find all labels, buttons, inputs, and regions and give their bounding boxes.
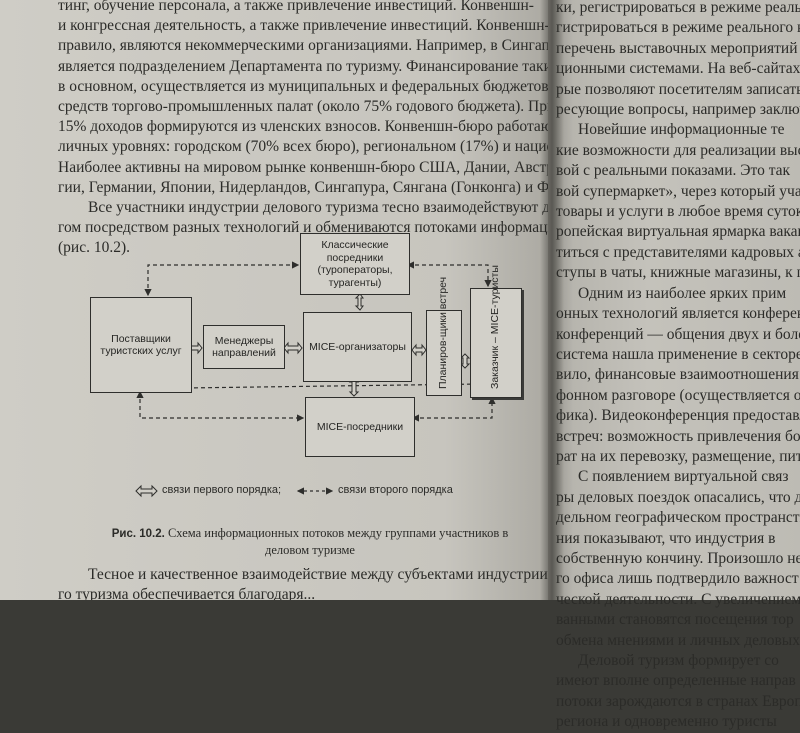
text-line: ступы в чаты, книжные магазины, к гр: [556, 264, 800, 282]
text-line: (рис. 10.2).: [58, 239, 130, 257]
left-page: тинг, обучение персонала, а также привле…: [0, 0, 556, 600]
text-line: Деловой туризм формирует со: [578, 652, 779, 669]
text-line: Все участники индустрии делового туризма…: [88, 199, 548, 217]
text-line: потоки зарождаются в странах Европы: [556, 692, 800, 710]
meeting-planners-label: Планиров-щики встреч: [437, 276, 449, 389]
text-line: 15% доходов формируются из членских взно…: [58, 118, 548, 136]
text-line: Новейшие информационные те: [578, 121, 785, 139]
second-order-link: [406, 261, 492, 288]
caption-label: Рис. 10.2.: [111, 528, 165, 540]
text-line: ки, регистрироваться в режиме реального …: [556, 0, 800, 16]
second-order-link: [411, 396, 496, 422]
text-line: го туризма обеспечивается благодаря...: [58, 586, 316, 600]
text-line: фика). Видеоконференция предоставл: [556, 407, 800, 425]
second-order-link: [136, 390, 305, 422]
text-line: Наиболее активны на мировом рынке конвен…: [58, 158, 548, 176]
diagram-connectors: [108, 261, 496, 498]
text-line: тинг, обучение персонала, а также привле…: [58, 0, 534, 14]
text-line: в основном, осуществляется из муниципаль…: [58, 77, 548, 95]
text-line: ванными становятся посещения тор: [556, 611, 794, 629]
book-gutter: [540, 0, 564, 600]
text-line: является подразделением Департамента по …: [58, 57, 548, 75]
text-line: фонном разговоре (осуществляется о: [556, 386, 800, 404]
figure-caption: Рис. 10.2. Схема информационных потоков …: [100, 525, 520, 558]
meeting-planners-box: Планиров-щики встреч: [426, 276, 462, 396]
destination-managers-box: Менеджеры направлений: [203, 325, 285, 369]
text-line: кие возможности для реализации выс: [556, 141, 800, 159]
text-line: рат на их перевозку, размещение, пита: [556, 447, 800, 465]
second-order-link: [108, 380, 482, 393]
mice-intermediaries-box: MICE-посредники: [305, 397, 415, 457]
legend-second-order-label: связи второго порядка: [338, 484, 453, 496]
right-page: [548, 0, 800, 600]
left-page-text: тинг, обучение персонала, а также привле…: [58, 0, 548, 259]
text-line: собственную кончину. Произошло не: [556, 549, 800, 567]
second-order-link: [144, 261, 300, 297]
text-line: вило, финансовые взаимоотношения м: [556, 366, 800, 384]
text-line: ропейская виртуальная ярмарка вакан: [556, 223, 800, 241]
legend-first-order-icon: [135, 484, 158, 498]
caption-text: Схема информационных потоков между групп…: [167, 526, 509, 557]
text-line: ры деловых поездок опасались, что де: [556, 488, 800, 506]
text-line: ния показывают, что индустрия в: [556, 529, 776, 547]
customer-mice-tourists-box: Заказчик – MICE-туристы: [470, 265, 522, 398]
customer-label: Заказчик – MICE-туристы: [489, 265, 501, 389]
text-line: перечень выставочных мероприятий и: [556, 39, 800, 57]
text-line: рые позволяют посетителям записаться: [556, 80, 800, 98]
right-page-text: ки, регистрироваться в режиме реального …: [556, 0, 800, 733]
classic-intermediaries-box: Классические посредники (туроператоры, т…: [300, 233, 410, 295]
text-line: обмена мнениями и личных деловых: [556, 631, 800, 649]
suppliers-box: Поставщики туристских услуг: [90, 297, 192, 393]
text-line: гистрироваться в режиме реального вр: [556, 19, 800, 37]
text-line: товары и услуги в любое время суток к: [556, 203, 800, 221]
text-line: система нашла применение в секторе: [556, 345, 800, 363]
text-line: встреч: возможность привлечения бол: [556, 427, 800, 445]
text-line: С появлением виртуальной связ: [578, 468, 789, 486]
text-line: ционными системами. На веб-сайтах р: [556, 60, 800, 78]
text-line: титься с представителями кадровых а: [556, 243, 800, 261]
text-line: Одним из наиболее ярких прим: [578, 284, 787, 302]
text-line: вой с реальными показами. Это так: [556, 162, 791, 180]
text-line: гии, Германии, Японии, Нидерландов, Синг…: [58, 178, 548, 196]
text-line: го офиса лишь подтвердило важност: [556, 570, 799, 588]
text-line: Тесное и качественное взаимодействие меж…: [88, 566, 548, 583]
text-line: онных технологий является конферен: [556, 305, 800, 323]
text-line: региона и одновременно туристы: [556, 713, 777, 731]
text-line: ресующие вопросы, например заключи: [556, 101, 800, 119]
text-line: личных уровнях: городском (70% всех бюро…: [58, 138, 548, 156]
text-line: вой супермаркет», через который уча: [556, 182, 800, 200]
text-line: дельном географическом пространств: [556, 509, 800, 527]
text-line: средств торгово-промышленных палат (окол…: [58, 98, 548, 116]
text-line: правило, являются некоммерческими органи…: [58, 37, 548, 55]
legend-first-order-label: связи первого порядка;: [162, 484, 282, 496]
figure-10-2: Классические посредники (туроператоры, т…: [90, 233, 522, 558]
mice-organizers-box: MICE-организаторы: [303, 312, 412, 382]
text-line: гом посредством разных технологий и обме…: [58, 219, 548, 237]
text-line: конференций — общения двух и боле: [556, 325, 800, 343]
left-page-bottom-text: Тесное и качественное взаимодействие меж…: [58, 565, 548, 600]
text-line: имеют вполне определенные направ: [556, 672, 796, 690]
text-line: и конгрессная деятельность, а также прив…: [58, 17, 548, 35]
